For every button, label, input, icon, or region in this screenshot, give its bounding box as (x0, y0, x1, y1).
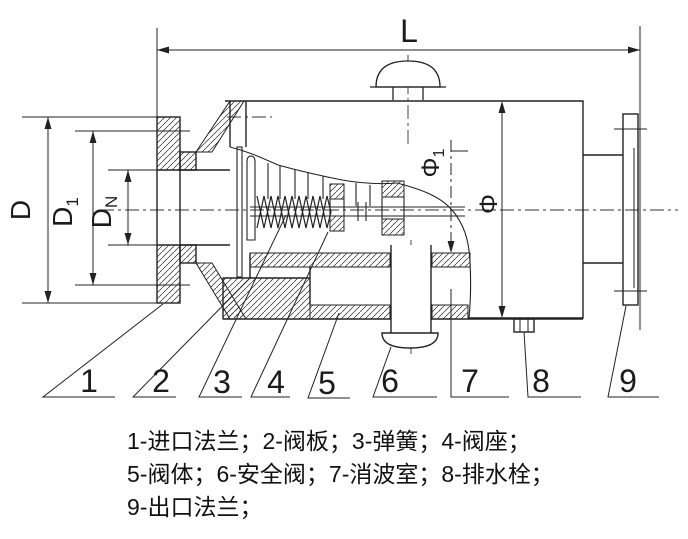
part-number-4: 4 (267, 364, 285, 400)
body-shell (225, 100, 584, 319)
legend-line-1: 1-进口法兰；2-阀板；3-弹簧；4-阀座； (127, 428, 531, 454)
part-number-9: 9 (619, 363, 637, 399)
part-number-6: 6 (381, 363, 399, 399)
part-number-7: 7 (461, 363, 479, 399)
legend-line-3: 9-出口法兰； (127, 494, 263, 520)
section-hatching (156, 100, 471, 320)
inlet-flange (156, 116, 181, 304)
dim-label-phi1: Φ1 (417, 148, 448, 177)
part-number-1: 1 (80, 363, 98, 399)
dim-label-D: D (5, 200, 36, 220)
drain-plug (513, 318, 535, 333)
part-number-3: 3 (213, 364, 231, 400)
part-number-8: 8 (532, 363, 550, 399)
part-leader-lines (41, 214, 659, 399)
dimension-lines (22, 26, 641, 330)
dimension-arrows (44, 46, 640, 318)
spring (256, 195, 332, 229)
part-numbers: 1 2 3 4 5 6 7 8 9 (80, 363, 637, 401)
dim-label-DN: DN (86, 196, 121, 229)
safety-valve (381, 245, 439, 349)
parts-legend: 1-进口法兰；2-阀板；3-弹簧；4-阀座； 5-阀体；6-安全阀；7-消波室；… (127, 425, 667, 524)
dim-label-L: L (400, 13, 418, 49)
part-number-5: 5 (318, 365, 336, 401)
legend-line-2: 5-阀体；6-安全阀；7-消波室；8-排水栓； (127, 461, 554, 487)
valve-plate (236, 146, 243, 278)
outlet-flange (622, 113, 639, 306)
top-cap (370, 60, 446, 100)
dim-label-phi: Φ (475, 194, 503, 214)
part-number-2: 2 (152, 363, 170, 399)
dim-label-D1: D1 (47, 197, 82, 227)
